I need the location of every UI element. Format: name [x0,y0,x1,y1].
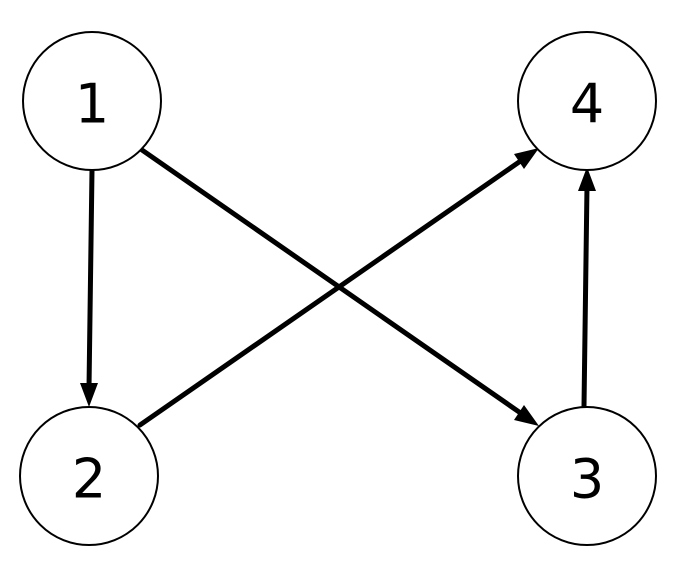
edge-1-to-2 [80,167,98,407]
node-1-label: 1 [75,73,109,136]
edge-3-to-4-arrowhead [578,167,596,191]
edge-1-to-3-arrowhead [514,405,539,426]
node-4-circle [517,31,657,171]
node-1-circle [22,31,162,171]
edge-3-to-4-line [581,183,590,409]
node-2-circle [19,406,159,546]
edge-1-to-3 [139,147,539,426]
edge-1-to-2-line [86,167,95,391]
edge-2-to-4 [137,148,539,428]
node-1: 1 [22,31,162,171]
nodes: 1 2 3 4 [19,31,657,546]
node-4: 4 [517,31,657,171]
node-3-circle [517,406,657,546]
node-3: 3 [517,406,657,546]
edge-3-to-4 [578,167,596,409]
edge-1-to-2-arrowhead [80,383,98,407]
node-2: 2 [19,406,159,546]
edge-1-to-3-line [139,147,525,417]
edge-2-to-4-arrowhead [514,148,539,169]
node-2-label: 2 [72,448,106,511]
node-3-label: 3 [570,448,604,511]
edge-2-to-4-line [137,157,525,428]
edges [80,147,596,428]
node-4-label: 4 [570,73,604,136]
